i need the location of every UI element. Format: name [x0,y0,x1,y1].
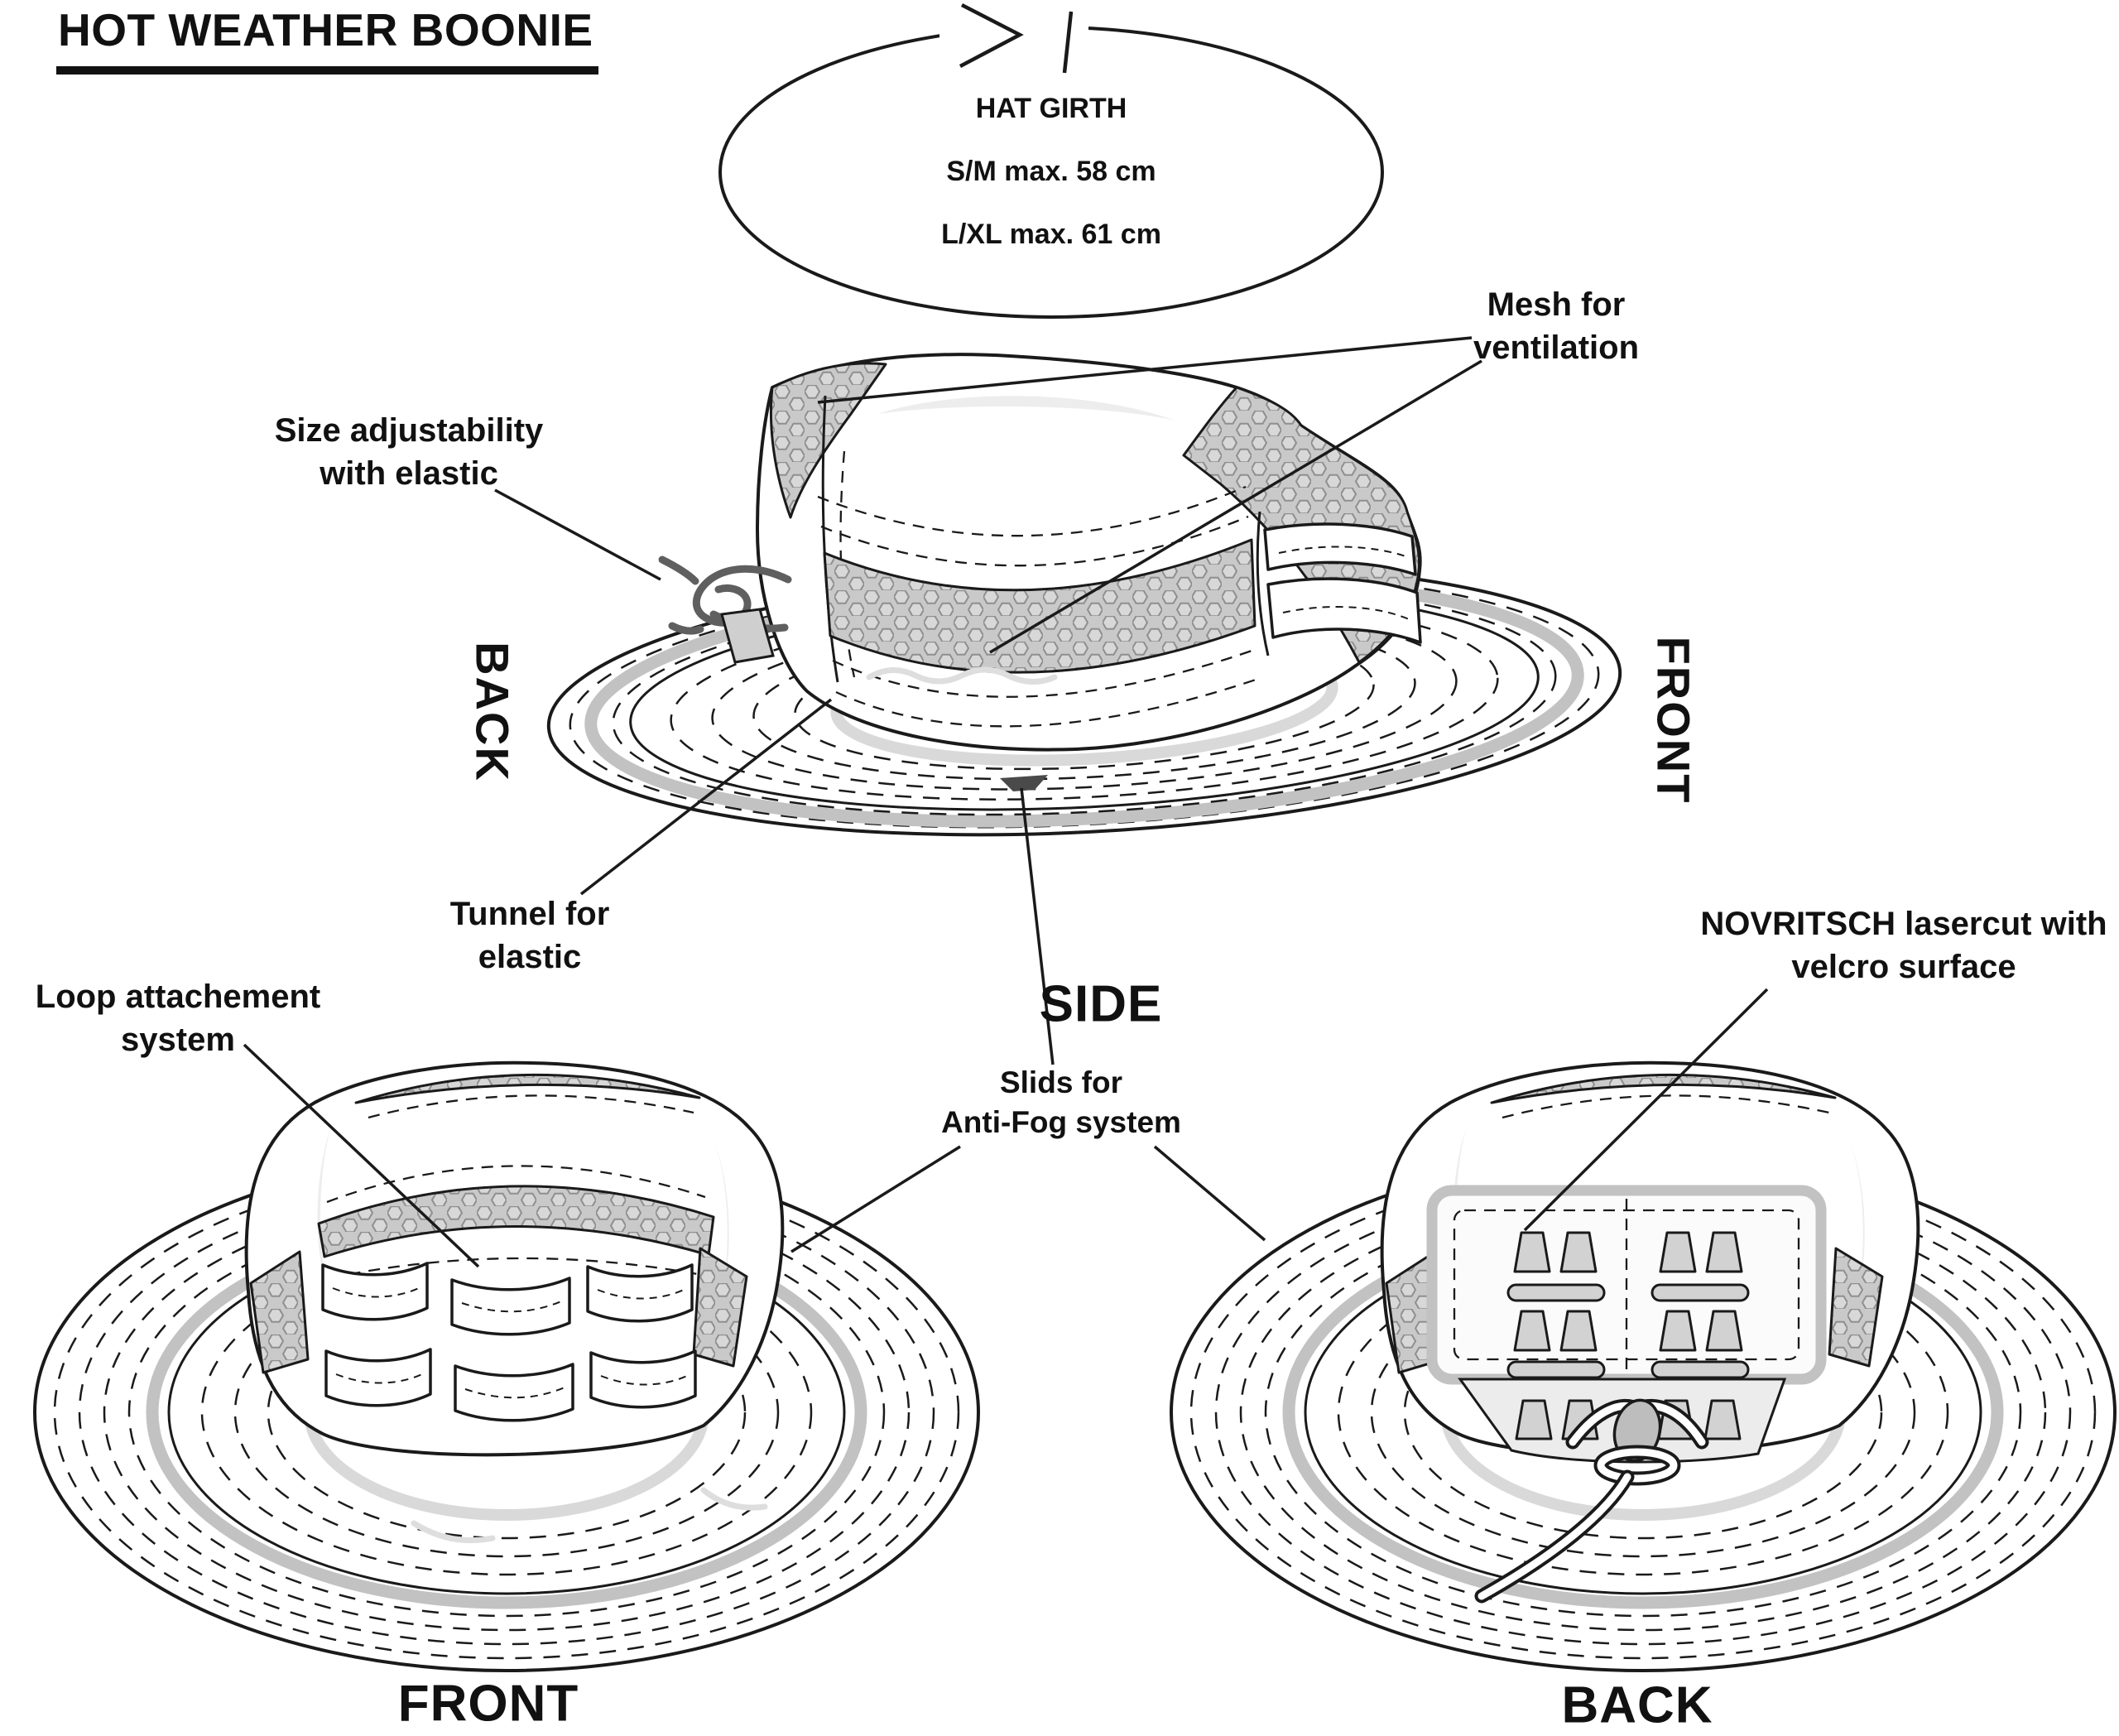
leader-lasercut [1523,988,1769,1232]
anti-fog-slid-notch [1000,775,1048,791]
annotation-mesh-line1: Mesh for [1487,286,1626,323]
girth-size-lxl: L/XL max. 61 cm [941,219,1161,250]
cord-toggle-flag [720,608,775,664]
annotation-lasercut-line1: NOVRITSCH lasercut with [1700,906,2107,942]
annotation-size-adjust: Size adjustability with elastic [275,409,544,495]
front-mesh-band [317,1185,715,1258]
annotation-loop-line2: system [121,1022,235,1058]
elastic-cord-lock [658,555,792,664]
loop-strap [324,1348,432,1407]
loop-strap [321,1262,429,1321]
annotation-loop-line1: Loop attachement [35,979,321,1015]
girth-size-sm: S/M max. 58 cm [946,156,1156,187]
side-view-illustration [546,353,1622,837]
leader-mesh-top [817,336,1473,404]
front-crown [244,1060,785,1457]
annotation-tunnel: Tunnel for elastic [450,892,610,979]
leader-slids-back [1153,1145,1266,1242]
view-label-side-back: BACK [466,642,519,782]
back-mesh-side-right [1828,1247,1884,1368]
loop-strap [450,1277,571,1336]
loop-strap [1266,577,1422,644]
back-cord-lock [1474,1398,1709,1604]
girth-tick-icon [1062,11,1074,74]
view-label-side-front: FRONT [1647,636,1700,805]
loop-strap [589,1349,697,1409]
girth-heading: HAT GIRTH [975,93,1127,124]
girth-gap [939,2,1088,56]
annotation-slids-line1: Slids for [999,1065,1123,1099]
annotation-tunnel-line2: elastic [478,939,582,975]
leader-loop [243,1043,480,1268]
loop-strap [586,1263,694,1323]
caption-back: BACK [1561,1676,1713,1734]
front-mesh-top-strip [354,1073,701,1104]
annotation-size-adjust-line1: Size adjustability [274,412,544,449]
annotation-tunnel-line1: Tunnel for [449,896,610,932]
leader-slids-side [1020,787,1055,1065]
caption-side: SIDE [1039,975,1163,1033]
annotation-slids: Slids for Anti-Fog system [941,1063,1181,1142]
side-left-seam [821,395,839,683]
annotation-slids-line2: Anti-Fog system [941,1105,1181,1140]
page-title: HOT WEATHER BOONIE [56,3,598,75]
loop-strap [454,1363,574,1422]
annotation-loop: Loop attachement system [36,975,320,1061]
leader-tunnel [579,698,833,896]
side-mesh-top-left [769,362,887,519]
loop-strap [1263,522,1417,576]
side-tunnel-band [832,647,1259,728]
annotation-mesh: Mesh for ventilation [1473,283,1639,369]
side-mesh-band [823,538,1257,674]
side-crown [658,353,1422,752]
annotation-lasercut-line2: velcro surface [1791,949,2016,985]
leader-size-adjust [494,488,661,581]
annotation-size-adjust-line2: with elastic [320,455,498,492]
front-mesh-side-right [692,1247,748,1368]
hat-girth-ellipse [718,2,1384,319]
caption-front: FRONT [397,1675,579,1733]
annotation-lasercut: NOVRITSCH lasercut with velcro surface [1700,902,2107,988]
back-crown [1380,1060,1920,1604]
lasercut-velcro-panel [1426,1185,1827,1385]
back-mesh-top-strip [1490,1073,1837,1104]
back-view-illustration [1170,1060,2117,1672]
girth-arrow-icon [959,2,1024,68]
front-view-illustration [33,1060,980,1672]
leader-lines [243,336,1769,1268]
side-loop-straps [1256,511,1422,656]
front-loop-straps [321,1262,697,1422]
crown-highlight [877,396,1175,421]
front-mesh-side-left [249,1250,310,1374]
annotation-mesh-line2: ventilation [1473,329,1640,366]
leader-mesh-band [989,359,1482,654]
leader-slids-front [790,1145,961,1253]
